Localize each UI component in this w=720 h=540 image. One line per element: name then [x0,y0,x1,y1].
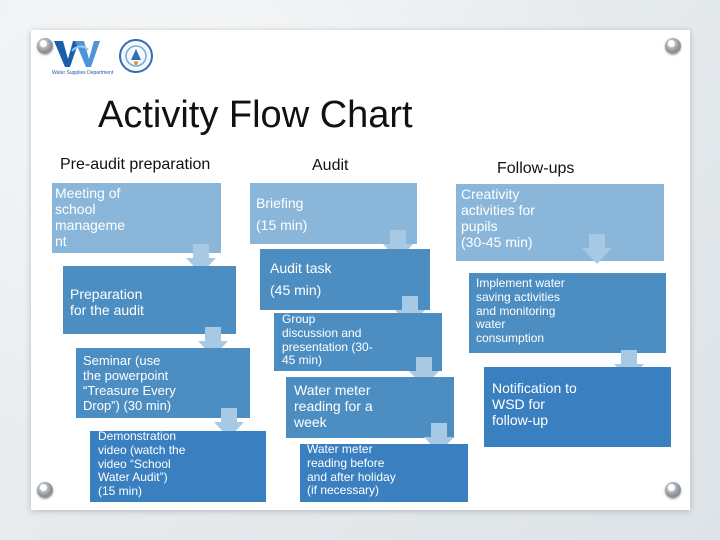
step-meeting-label: Meeting of school manageme nt [55,185,126,250]
step-notification-to-wsd [484,367,671,447]
step-water-meter-holiday [300,444,468,502]
step-implement-label: Implement water saving activities and mo… [476,277,565,346]
column-heading-pre-audit: Pre-audit preparation [60,156,211,173]
step-seminar-label: Seminar (use the powerpoint “Treasure Ev… [83,354,176,413]
step-creativity-activities [456,184,664,261]
step-group-discussion-label: Group discussion and presentation (30- 4… [282,313,373,368]
pin-top-left [37,38,53,54]
step-preparation-for-audit [63,266,236,334]
step-group-discussion [274,313,442,371]
step-audit-task [260,249,430,310]
pin-bottom-right [665,482,681,498]
step-water-meter-week-label: Water meter reading for a week [294,382,373,431]
step-audit-task-label: Audit task (45 min) [270,260,332,299]
step-demonstration-video [90,431,266,502]
logo-area: Water Supplies Department [50,37,170,79]
step-briefing [250,183,417,244]
school-seal [119,39,153,73]
step-demonstration-label: Demonstration video (watch the video “Sc… [98,430,186,499]
step-meeting-of-school-management [52,183,221,253]
step-water-meter-holiday-label: Water meter reading before and after hol… [307,443,396,498]
step-briefing-label: Briefing (15 min) [256,195,308,234]
logo-caption: Water Supplies Department [52,70,114,76]
arrow-down-icon [582,234,612,264]
column-heading-audit: Audit [312,157,349,174]
step-implement-water-saving [469,273,666,353]
step-preparation-label: Preparation for the audit [70,286,144,319]
column-heading-follow-ups: Follow-ups [497,160,575,177]
wsd-logo [54,41,100,67]
step-seminar [76,348,250,418]
page-title: Activity Flow Chart [98,94,413,136]
pin-top-right [665,38,681,54]
pin-bottom-left [37,482,53,498]
step-water-meter-week [286,377,454,438]
step-notification-label: Notification to WSD for follow-up [492,380,577,429]
step-creativity-label: Creativity activities for pupils (30-45 … [461,186,535,251]
